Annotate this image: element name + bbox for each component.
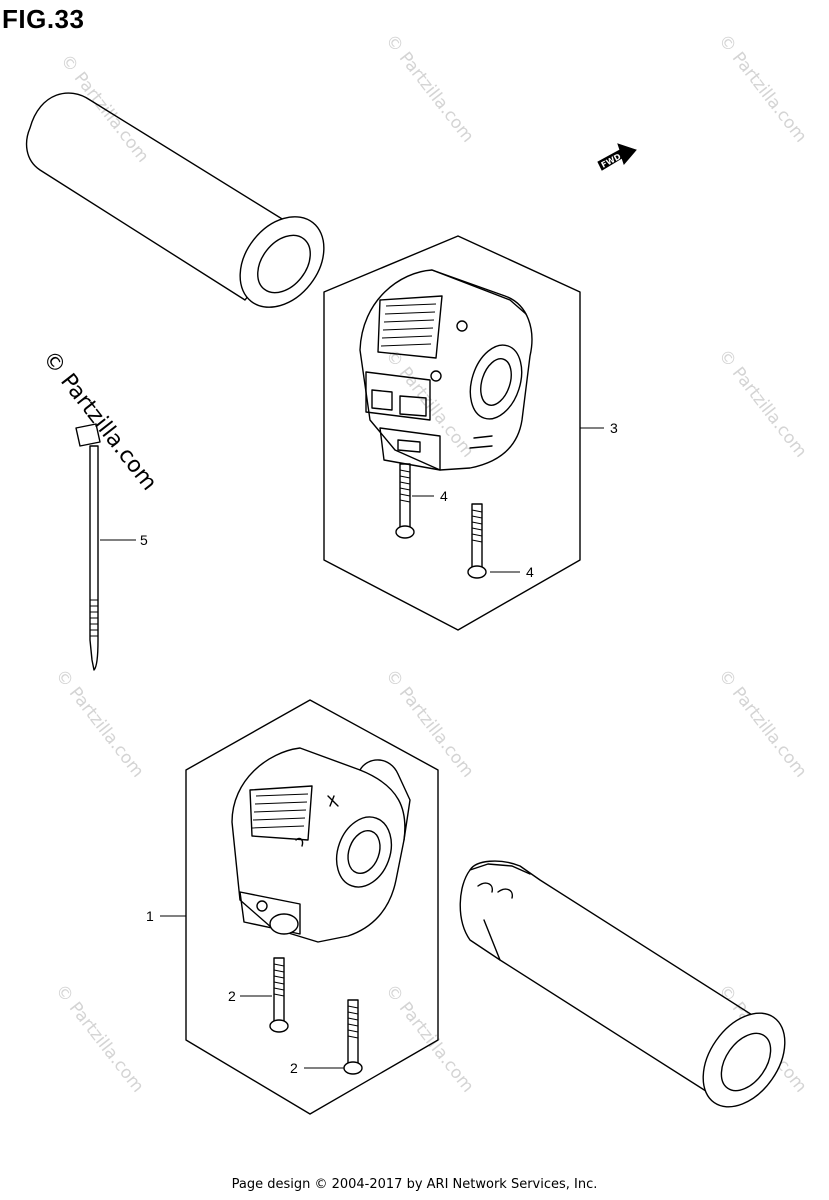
screw [395,463,415,539]
watermark: © Partzilla.com [714,666,811,782]
callout-4: 4 [440,488,448,504]
watermark: © Partzilla.com [381,31,478,147]
fwd-arrow-icon: FWD [597,143,637,171]
watermark: © Partzilla.com [51,666,148,782]
left-handlebar-switch [231,747,411,943]
callout-4: 4 [526,564,534,580]
throttle-grip [459,860,786,1108]
watermark: © Partzilla.com [51,981,148,1097]
callout-2: 2 [228,988,236,1004]
watermark: © Partzilla.com [714,31,811,147]
screw [467,503,487,579]
kit-outline-lower [185,699,439,1115]
page-footer: Page design © 2004-2017 by ARI Network S… [231,1177,598,1192]
screw [269,957,289,1033]
kit-outline-upper [323,235,581,631]
left-grip [25,92,325,308]
figure-title: FIG.33 [2,4,85,34]
watermark: © Partzilla.com [381,981,478,1097]
callout-5: 5 [140,532,148,548]
watermark: © Partzilla.com [381,666,478,782]
screw [343,999,363,1075]
cable-tie [75,423,101,671]
callout-2: 2 [290,1060,298,1076]
callout-1: 1 [146,908,154,924]
watermark-layer: © Partzilla.com © Partzilla.com © Partzi… [51,31,811,1097]
watermark: © Partzilla.com [714,346,811,462]
watermark-large: © Partzilla.com [37,346,161,495]
right-handlebar-switch [359,269,533,471]
callout-3: 3 [610,420,618,436]
